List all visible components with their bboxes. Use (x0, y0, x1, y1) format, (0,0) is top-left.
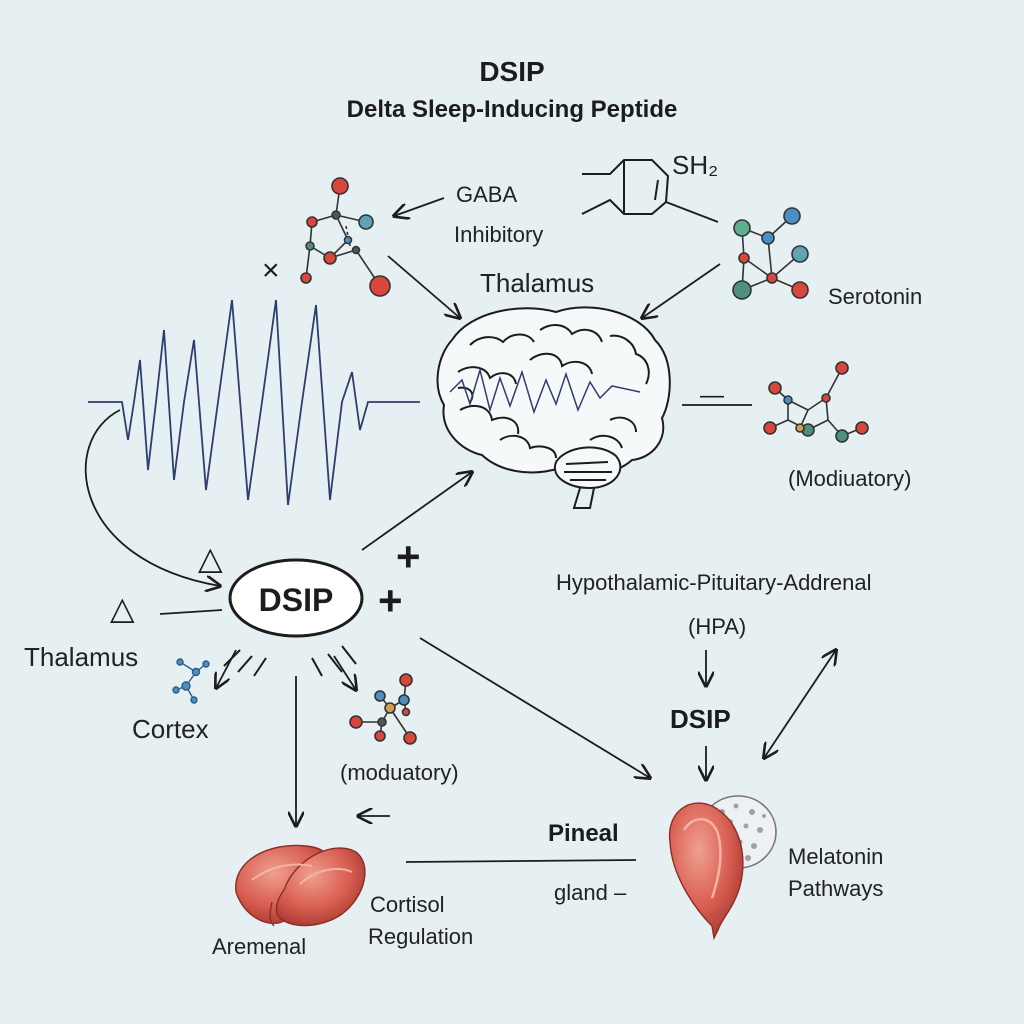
gaba-molecule (300, 177, 391, 297)
arrows (84, 197, 836, 863)
serotonin-molecule (732, 207, 809, 300)
label-hpa-line2: (HPA) (688, 614, 747, 639)
page-subtitle: Delta Sleep-Inducing Peptide (346, 96, 678, 123)
plus-symbol-upper: + (396, 533, 421, 580)
arrow-dsip-to-cortex (216, 649, 237, 688)
dsip-center-label: DSIP (258, 582, 334, 618)
plus-symbol-lower: + (378, 577, 403, 624)
label-dsip-hpa: DSIP (670, 704, 731, 734)
pineal-gland-illustration (668, 795, 777, 941)
arrow-bidirectional-hpa (764, 650, 836, 758)
modulatory-molecule-right (763, 361, 869, 443)
label-cortisol-line2: Regulation (368, 924, 474, 949)
label-melatonin-line2: Pathways (788, 876, 884, 901)
label-thalamus-top: Thalamus (480, 268, 595, 298)
delta-symbol-lower: △ (110, 590, 135, 626)
inhibit-cross-symbol: × (262, 254, 280, 287)
dsip-oval (228, 558, 364, 638)
label-melatonin-line1: Melatonin (788, 844, 884, 869)
delta-wave (88, 299, 420, 506)
arrow-gaba-to-brain (387, 255, 460, 318)
modulatory-molecule-center (349, 673, 417, 745)
label-gaba: GABA (456, 182, 518, 207)
sh2-structure (581, 159, 719, 223)
page-title: DSIP (479, 56, 545, 87)
arrow-dsip-to-pineal (419, 637, 650, 778)
cortex-molecule (172, 658, 210, 704)
label-modulatory-center: (moduatory) (340, 760, 459, 785)
connector-delta-to-dsip (159, 609, 223, 615)
adrenal-gland-illustration (235, 844, 366, 927)
label-inhibitory: Inhibitory (454, 222, 544, 247)
minus-symbol: — (700, 382, 724, 409)
label-serotonin: Serotonin (828, 284, 923, 309)
arrow-dsip-to-brain (361, 472, 472, 551)
label-modulatory-right: (Modiuatory) (788, 466, 912, 491)
label-cortex: Cortex (132, 714, 209, 744)
label-sh2: SH₂ (672, 150, 719, 180)
label-adrenal: Aremenal (212, 934, 307, 959)
label-pineal: Pineal (548, 820, 619, 847)
label-cortisol-line1: Cortisol (370, 892, 445, 917)
arrow-serotonin-to-brain (642, 263, 721, 318)
label-hpa-line1: Hypothalamic-Pituitary-Addrenal (556, 570, 872, 595)
label-thalamus-left: Thalamus (24, 642, 139, 672)
label-gland: gland – (554, 880, 627, 905)
arrow-gaba-to-molecule (394, 197, 445, 216)
delta-symbol-upper: △ (198, 540, 223, 576)
arrow-dsip-to-molecule (333, 655, 356, 690)
arrow-wave-to-dsip (84, 409, 220, 586)
brain-illustration (436, 306, 671, 509)
connector-pineal-to-adrenal (405, 859, 637, 863)
